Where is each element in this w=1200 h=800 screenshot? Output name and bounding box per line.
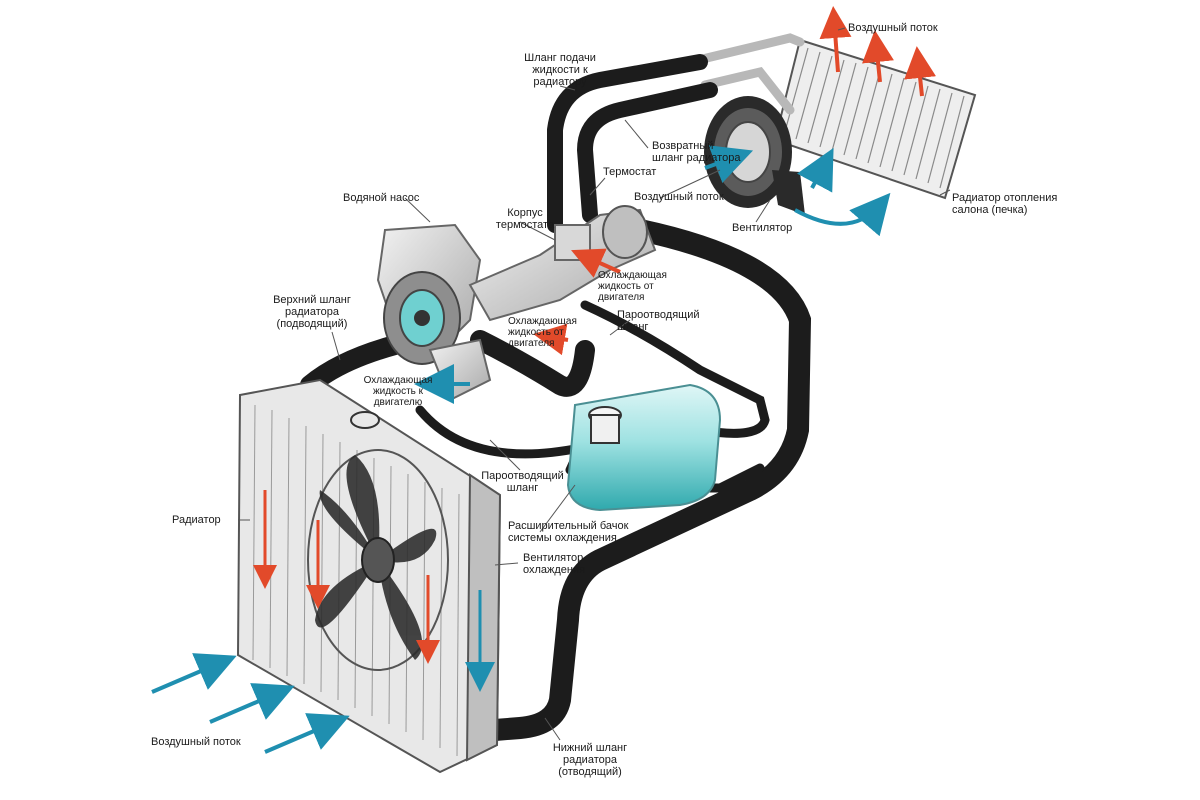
heater-hoses [547, 54, 718, 233]
label-coolant-from-engine-1: Охлаждающая жидкость от двигателя [598, 270, 667, 303]
label-line: Вентилятор [523, 552, 584, 564]
label-line: Пароотводящий [481, 470, 564, 482]
label-coolant-to-engine: Охлаждающая жидкость к двигателю [358, 375, 438, 408]
thermostat-housing [468, 205, 657, 322]
label-air-flow-bottom: Воздушный поток [151, 736, 241, 748]
label-line: Возвратный [652, 140, 714, 152]
air-flow-arrows-top [819, 6, 937, 97]
label-line: шланг [617, 321, 649, 333]
label-line: термостата [495, 219, 555, 231]
label-air-flow-heater: Воздушный поток [634, 191, 724, 203]
label-radiator: Радиатор [172, 514, 221, 526]
leader-lines [238, 27, 951, 741]
label-line: Верхний шланг [273, 294, 351, 306]
label-heater-core: Радиатор отопления салона (печка) [952, 192, 1057, 216]
label-line: системы охлаждения [508, 532, 617, 544]
label-line: радиатора [285, 306, 339, 318]
label-steam-hose-2: Пароотводящий шланг [480, 470, 565, 494]
label-thermostat: Термостат [603, 166, 657, 178]
heater-pipes [685, 33, 805, 115]
expansion-tank [566, 383, 722, 512]
label-thermostat-housing: Корпус термостата [490, 207, 560, 231]
label-line: Расширительный бачок [508, 520, 629, 532]
label-line: жидкости к [532, 64, 588, 76]
label-line: Охлаждающая [508, 316, 577, 327]
label-line: жидкость к [372, 386, 424, 397]
label-line: жидкость от [598, 281, 654, 292]
heater-core [773, 38, 977, 200]
label-lower-hose: Нижний шланг радиатора (отводящий) [540, 742, 640, 778]
label-line: (отводящий) [558, 766, 622, 778]
label-water-pump: Водяной насос [343, 192, 420, 204]
label-expansion-tank: Расширительный бачок системы охлаждения [508, 520, 628, 544]
label-line: двигателю [373, 397, 423, 408]
label-upper-hose: Верхний шланг радиатора (подводящий) [262, 294, 362, 330]
label-line: Нижний шланг [552, 742, 628, 754]
label-line: Охлаждающая [363, 375, 433, 386]
label-line: жидкость от [508, 327, 564, 338]
lower-radiator-hose [484, 219, 812, 741]
label-line: (подводящий) [276, 318, 348, 330]
air-flow-arrows-heater [704, 145, 891, 237]
coolant-arrows [414, 248, 621, 404]
label-line: радиатора [563, 754, 617, 766]
label-line: Охлаждающая [598, 270, 667, 281]
label-line: радиатору [533, 76, 587, 88]
cooling-fan [307, 449, 449, 671]
label-line: Пароотводящий [617, 309, 700, 321]
water-pump [376, 223, 492, 402]
air-flow-arrows-bottom [151, 653, 350, 754]
label-steam-hose-1: Пароотводящий шланг [617, 309, 699, 333]
label-line: двигателя [508, 338, 555, 349]
label-heater-fan: Вентилятор [732, 222, 793, 234]
label-heater-feed-hose: Шланг подачи жидкости к радиатору [510, 52, 610, 88]
label-cooling-fan: Вентилятор охлаждения [523, 552, 585, 576]
label-line: шланг [506, 482, 539, 494]
label-line: Радиатор отопления [952, 192, 1058, 204]
label-coolant-from-engine-2: Охлаждающая жидкость от двигателя [508, 316, 577, 349]
label-heater-return-hose: Возвратный шланг радиатора [652, 140, 740, 164]
label-line: двигателя [598, 292, 645, 303]
label-line: Шланг подачи [524, 52, 596, 64]
label-line: шланг радиатора [652, 152, 741, 164]
label-line: Корпус [507, 207, 543, 219]
radiator-flow-arrows [253, 490, 495, 692]
label-line: охлаждения [523, 564, 586, 576]
label-line: салона (печка) [952, 204, 1028, 216]
label-air-flow-top: Воздушный поток [848, 22, 938, 34]
